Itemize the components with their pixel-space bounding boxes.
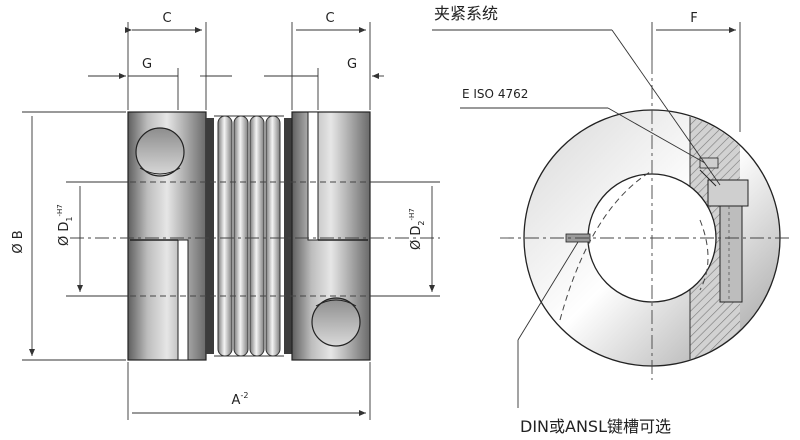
clamp-screw-body — [719, 205, 743, 303]
left-hub-collar — [206, 118, 214, 354]
label-clamp-system: 夹紧系统 — [434, 4, 498, 23]
label-a: A — [232, 393, 241, 408]
dim-c-left: C — [125, 11, 207, 110]
dim-d2: Ø D2-H7 — [370, 181, 440, 297]
label-keyway: DIN或ANSL键槽可选 — [520, 417, 671, 436]
dim-a: A-2 — [127, 362, 371, 420]
label-d2-sup: -H7 — [408, 208, 416, 220]
right-hub-collar — [284, 118, 292, 354]
label-g-left: G — [142, 57, 152, 72]
dim-g-left: G — [88, 57, 232, 110]
right-screw-hole — [311, 297, 361, 347]
label-c-left: C — [162, 11, 171, 26]
label-b: Ø B — [11, 230, 26, 253]
label-c-right: C — [325, 11, 334, 26]
coupling-side-view — [70, 111, 440, 361]
bellows — [214, 112, 284, 360]
end-view — [500, 60, 790, 380]
label-d2-sub: 2 — [417, 221, 426, 226]
callout-clamp-system: 夹紧系统 — [432, 4, 721, 186]
svg-text:A-2: A-2 — [232, 391, 249, 408]
svg-text:Ø D1-H7: Ø D1-H7 — [56, 204, 74, 246]
callout-keyway: DIN或ANSL键槽可选 — [517, 241, 671, 436]
label-a-sup: -2 — [240, 391, 248, 400]
dim-f: F — [651, 11, 741, 132]
dim-g-right: G — [264, 57, 384, 110]
left-clamp-slot — [177, 239, 189, 361]
callout-iso-4762: E ISO 4762 — [460, 87, 706, 164]
dim-d1: Ø D1-H7 — [56, 181, 128, 297]
svg-text:Ø D2-H7: Ø D2-H7 — [408, 208, 426, 250]
label-f: F — [690, 11, 697, 26]
label-iso-4762: E ISO 4762 — [462, 87, 528, 101]
dim-b: Ø B — [11, 111, 126, 361]
label-d1: Ø D — [57, 222, 72, 246]
bellows-convolution — [233, 115, 249, 357]
bellows-convolution — [249, 115, 265, 357]
bellows-convolution — [217, 115, 233, 357]
dim-c-right: C — [291, 11, 371, 110]
bellows-convolution — [265, 115, 281, 357]
label-g-right: G — [347, 57, 357, 72]
left-screw-hole — [135, 127, 185, 177]
label-d2: Ø D — [409, 226, 424, 250]
label-d1-sub: 1 — [65, 217, 74, 222]
right-clamp-slot — [307, 111, 319, 241]
label-d1-sup: -H7 — [56, 204, 64, 216]
